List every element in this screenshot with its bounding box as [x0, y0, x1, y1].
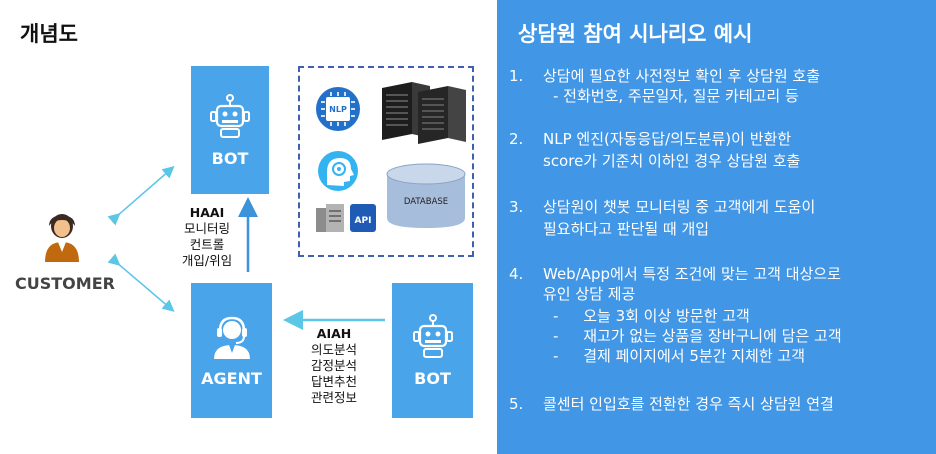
agent-label: AGENT: [201, 369, 262, 388]
item-sub-bullet: - 오늘 3회 이상 방문한 고객: [553, 306, 750, 326]
bullet-text: 결제 페이지에서 5분간 지체한 고객: [583, 347, 806, 365]
resources-group: NLP: [298, 66, 474, 257]
item-text: 상담원이 챗봇 모니터링 중 고객에게 도움이: [543, 198, 816, 216]
item-number: 1.: [509, 67, 524, 85]
item-number: 4.: [509, 265, 524, 283]
aiah-line: 관련정보: [310, 390, 357, 405]
robot-icon: [412, 314, 453, 358]
item-sub-bullet: - 결제 페이지에서 5분간 지체한 고객: [553, 346, 805, 366]
bullet-dash: -: [553, 327, 559, 345]
server-rack-icon: [382, 82, 466, 144]
aiah-title: AIAH: [316, 326, 352, 341]
robot-icon: [210, 93, 250, 138]
customer-label: CUSTOMER: [15, 274, 115, 293]
bot-bottom-label: BOT: [414, 369, 451, 388]
item-text-cont: 필요하다고 판단될 때 개입: [543, 220, 710, 238]
bullet-text: 재고가 없는 상품을 장바구니에 담은 고객: [583, 327, 842, 345]
database-icon: DATABASE: [386, 163, 466, 228]
customer-avatar-icon: [45, 214, 79, 262]
item-number: 3.: [509, 198, 524, 216]
item-text: Web/App에서 특정 조건에 맞는 고객 대상으로: [543, 265, 841, 283]
scenario-title: 상담원 참여 시나리오 예시: [518, 22, 753, 46]
item-text-cont: 유인 상담 제공: [543, 285, 636, 303]
concept-title: 개념도: [20, 22, 78, 46]
scenario-panel: 상담원 참여 시나리오 예시 1. 상담에 필요한 사전정보 확인 후 상담원 …: [497, 0, 936, 454]
bot-bottom-box: BOT: [392, 283, 473, 418]
bullet-dash: -: [553, 347, 559, 365]
api-badge-text: API: [355, 216, 372, 226]
haai-line: 컨트롤: [189, 237, 225, 252]
aiah-line: 답변추천: [310, 374, 357, 389]
concept-diagram-panel: 개념도 CUSTOMER: [15, 22, 474, 418]
bullet-dash: -: [553, 307, 559, 325]
item-text-cont: score가 기준치 이하인 경우 상담원 호출: [543, 152, 801, 170]
haai-line: 개입/위임: [181, 253, 233, 268]
bot-top-box: BOT: [191, 66, 269, 194]
haai-annotation: HAAI 모니터링 컨트롤 개입/위임: [172, 205, 242, 269]
headset-agent-icon: [213, 316, 250, 359]
item-sub-bullet: - 재고가 없는 상품을 장바구니에 담은 고객: [553, 326, 842, 346]
haai-title: HAAI: [189, 205, 225, 220]
api-server-icon: API: [316, 204, 376, 232]
connector-arrows: [107, 166, 385, 330]
item-text: 콜센터 인입호를 전환한 경우 즉시 상담원 연결: [543, 395, 834, 413]
customer-agent-arrow: [107, 253, 175, 312]
item-number: 5.: [509, 395, 524, 413]
nlp-chip-text: NLP: [329, 105, 347, 114]
ai-head-icon: [318, 151, 358, 191]
item-text: 상담에 필요한 사전정보 확인 후 상담원 호출: [543, 67, 821, 85]
bullet-text: 오늘 3회 이상 방문한 고객: [583, 307, 750, 325]
aiah-annotation: AIAH 의도분석 감정분석 답변추천 관련정보: [301, 326, 367, 406]
item-subtext: - 전화번호, 주문일자, 질문 카테고리 등: [553, 87, 799, 105]
agent-box: AGENT: [191, 283, 272, 418]
haai-line: 모니터링: [183, 221, 230, 236]
database-label: DATABASE: [404, 197, 448, 207]
bot-top-label: BOT: [211, 148, 249, 168]
customer-bot-arrow: [107, 166, 175, 226]
nlp-chip-icon: NLP: [316, 87, 360, 131]
aiah-line: 감정분석: [310, 358, 357, 373]
aiah-line: 의도분석: [310, 342, 357, 357]
item-text: NLP 엔진(자동응답/의도분류)이 반환한: [543, 130, 792, 148]
item-number: 2.: [509, 130, 524, 148]
resources-illustration: NLP: [316, 82, 466, 232]
